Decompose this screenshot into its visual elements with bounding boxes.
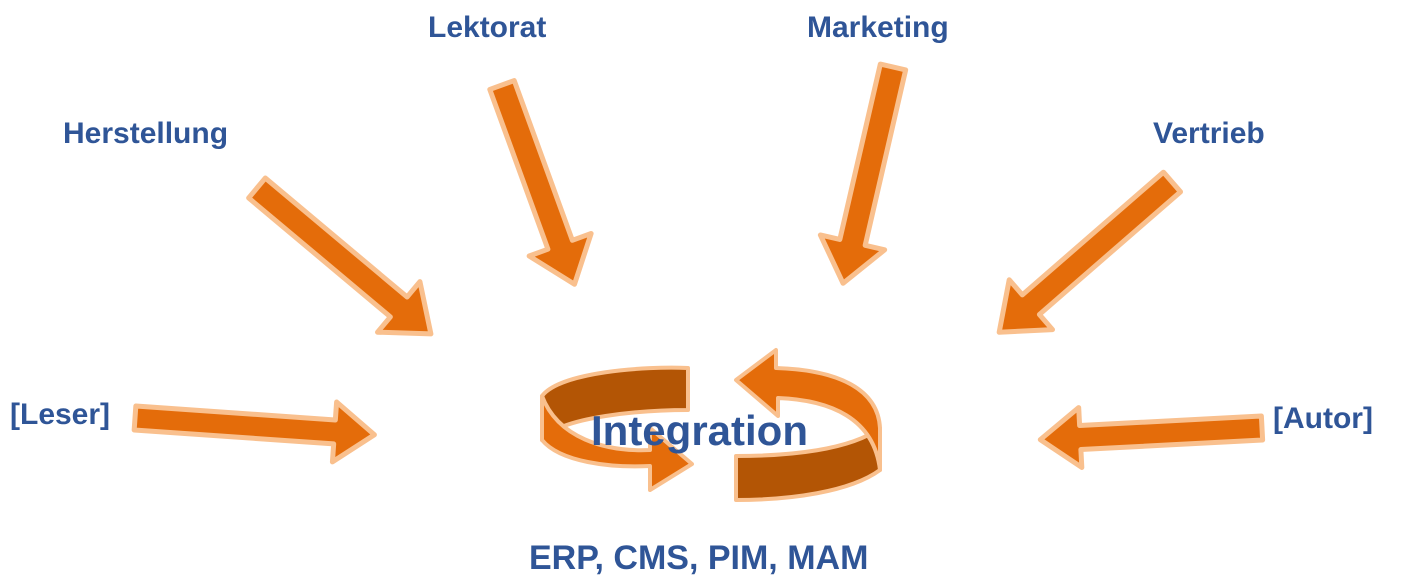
center-subtitle: ERP, CMS, PIM, MAM xyxy=(529,539,869,577)
cycle-arrows-icon xyxy=(540,348,882,502)
arrow-autor xyxy=(1037,405,1266,470)
label-vertrieb: Vertrieb xyxy=(1153,117,1265,150)
label-herstellung: Herstellung xyxy=(63,117,229,150)
arrow-lektorat xyxy=(487,78,594,287)
label-marketing: Marketing xyxy=(807,11,949,44)
label-lektorat: Lektorat xyxy=(428,11,547,44)
arrow-vertrieb xyxy=(996,169,1184,335)
label-leser: [Leser] xyxy=(10,398,111,431)
arrow-herstellung xyxy=(246,175,434,337)
center-title: Integration xyxy=(591,407,808,454)
label-autor: [Autor] xyxy=(1273,402,1373,435)
arrow-leser xyxy=(131,399,377,465)
arrow-marketing xyxy=(817,61,909,286)
